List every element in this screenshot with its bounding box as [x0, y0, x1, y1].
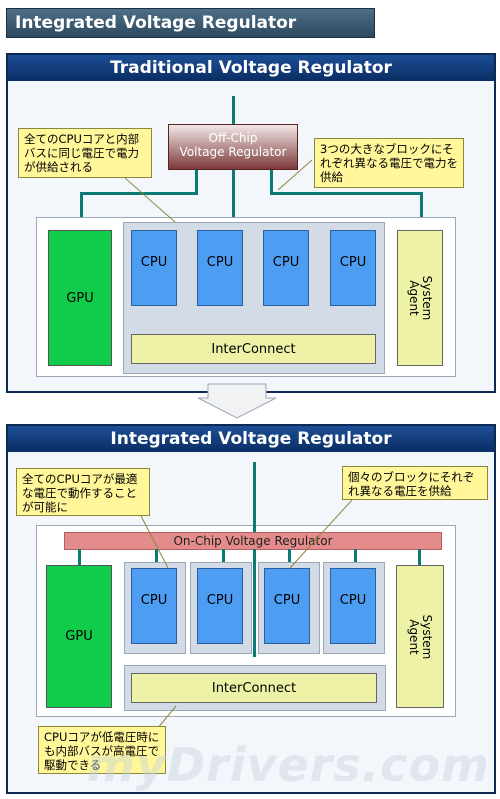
sa-drop-wire: [420, 192, 423, 222]
integrated-panel-title: Integrated Voltage Regulator: [8, 426, 494, 452]
feed-wire-interconnect: [253, 549, 256, 657]
integrated-cpu-3: CPU: [264, 568, 310, 644]
gpu-feed-wire: [80, 192, 198, 195]
gpu-drop-wire: [80, 192, 83, 222]
traditional-interconnect: InterConnect: [131, 334, 376, 364]
traditional-panel-title: Traditional Voltage Regulator: [8, 55, 494, 81]
page-title: Integrated Voltage Regulator: [6, 8, 375, 38]
integrated-interconnect: InterConnect: [131, 673, 377, 703]
traditional-cpu-1: CPU: [131, 230, 177, 306]
regulator-left-wire: [195, 168, 198, 194]
traditional-gpu: GPU: [48, 230, 112, 366]
watermark: myDrivers.com: [86, 738, 490, 792]
feed-wire-cpu1: [155, 549, 158, 565]
note-three-blocks: 3つの大きなブロックにそれぞれ異なる電圧で電力を供給: [314, 138, 464, 188]
off-chip-regulator: Off-Chip Voltage Regulator: [168, 124, 298, 170]
integrated-cpu-1: CPU: [131, 568, 177, 644]
note-individual-blocks: 個々のブロックにそれぞれ異なる電圧を供給: [342, 466, 488, 500]
regulator-to-cpu-wire: [232, 168, 235, 222]
traditional-cpu-2: CPU: [197, 230, 243, 306]
traditional-system-agent: System Agent: [397, 230, 443, 366]
note-optimal-voltage: 全てのCPUコアが最適な電圧で動作することが可能に: [16, 468, 150, 516]
power-input-wire: [232, 96, 235, 126]
traditional-cpu-3: CPU: [263, 230, 309, 306]
regulator-right-wire: [270, 168, 273, 194]
feed-wire-gpu: [78, 549, 81, 565]
integrated-power-input-wire: [253, 462, 256, 532]
feed-wire-cpu3: [288, 549, 291, 565]
integrated-gpu: GPU: [46, 565, 112, 708]
traditional-cpu-4: CPU: [330, 230, 376, 306]
down-arrow-icon: [197, 383, 277, 419]
note-same-voltage: 全てのCPUコアと内部バスに同じ電圧で電力が供給される: [18, 128, 152, 178]
integrated-cpu-2: CPU: [197, 568, 243, 644]
feed-wire-sa: [418, 549, 421, 565]
sa-feed-wire: [270, 192, 422, 195]
integrated-system-agent: System Agent: [396, 565, 444, 708]
integrated-cpu-4: CPU: [330, 568, 376, 644]
feed-wire-cpu2: [222, 549, 225, 565]
feed-wire-cpu4: [354, 549, 357, 565]
note-bus-high-voltage: CPUコアが低電圧時にも内部バスが高電圧で駆動できる: [38, 726, 166, 774]
